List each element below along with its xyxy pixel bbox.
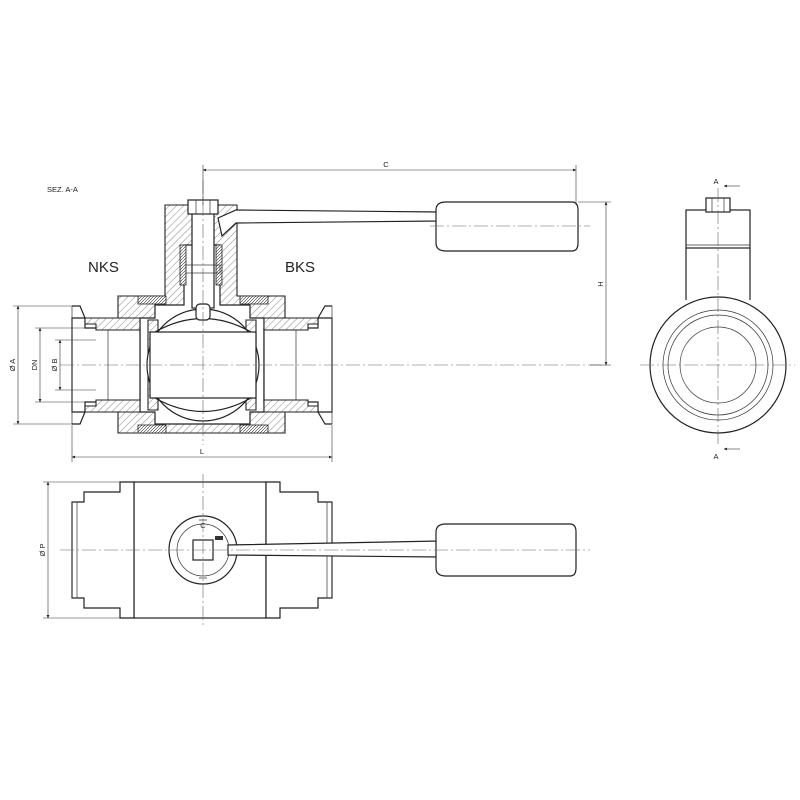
thread-top-left (137, 295, 167, 305)
bks-label: BKS (285, 259, 315, 276)
stem-thread-left (179, 244, 187, 286)
dim-h-label: H (596, 281, 605, 286)
thread-bottom-left (137, 424, 167, 434)
side-view: A A (640, 177, 795, 461)
dimensions: C H L Ø A DN Ø B (8, 160, 611, 462)
dim-l-label: L (200, 447, 204, 456)
section-label: SEZ. A-A (47, 185, 78, 194)
top-left-connection (71, 481, 135, 619)
left-connection-wall-bottom (84, 399, 141, 413)
thread-top-right (239, 295, 269, 305)
dim-dn-label: DN (30, 360, 39, 371)
dim-phi-a-label: Ø A (8, 359, 17, 372)
handle-grip-section (435, 201, 579, 252)
thread-bottom-right (239, 424, 269, 434)
top-view: C Ø P (38, 474, 590, 628)
dim-phi-p-label: Ø P (38, 544, 47, 557)
dim-phi-b-label: Ø B (50, 359, 59, 372)
section-mark-top: A (713, 177, 718, 186)
section-mark-bottom: A (713, 452, 718, 461)
valve-handle-section (217, 209, 441, 238)
nks-label: NKS (88, 259, 119, 276)
lock-indicator (215, 536, 223, 540)
left-connection-wall-top (84, 317, 141, 331)
dim-c-label: C (383, 160, 389, 169)
section-view (60, 180, 610, 445)
